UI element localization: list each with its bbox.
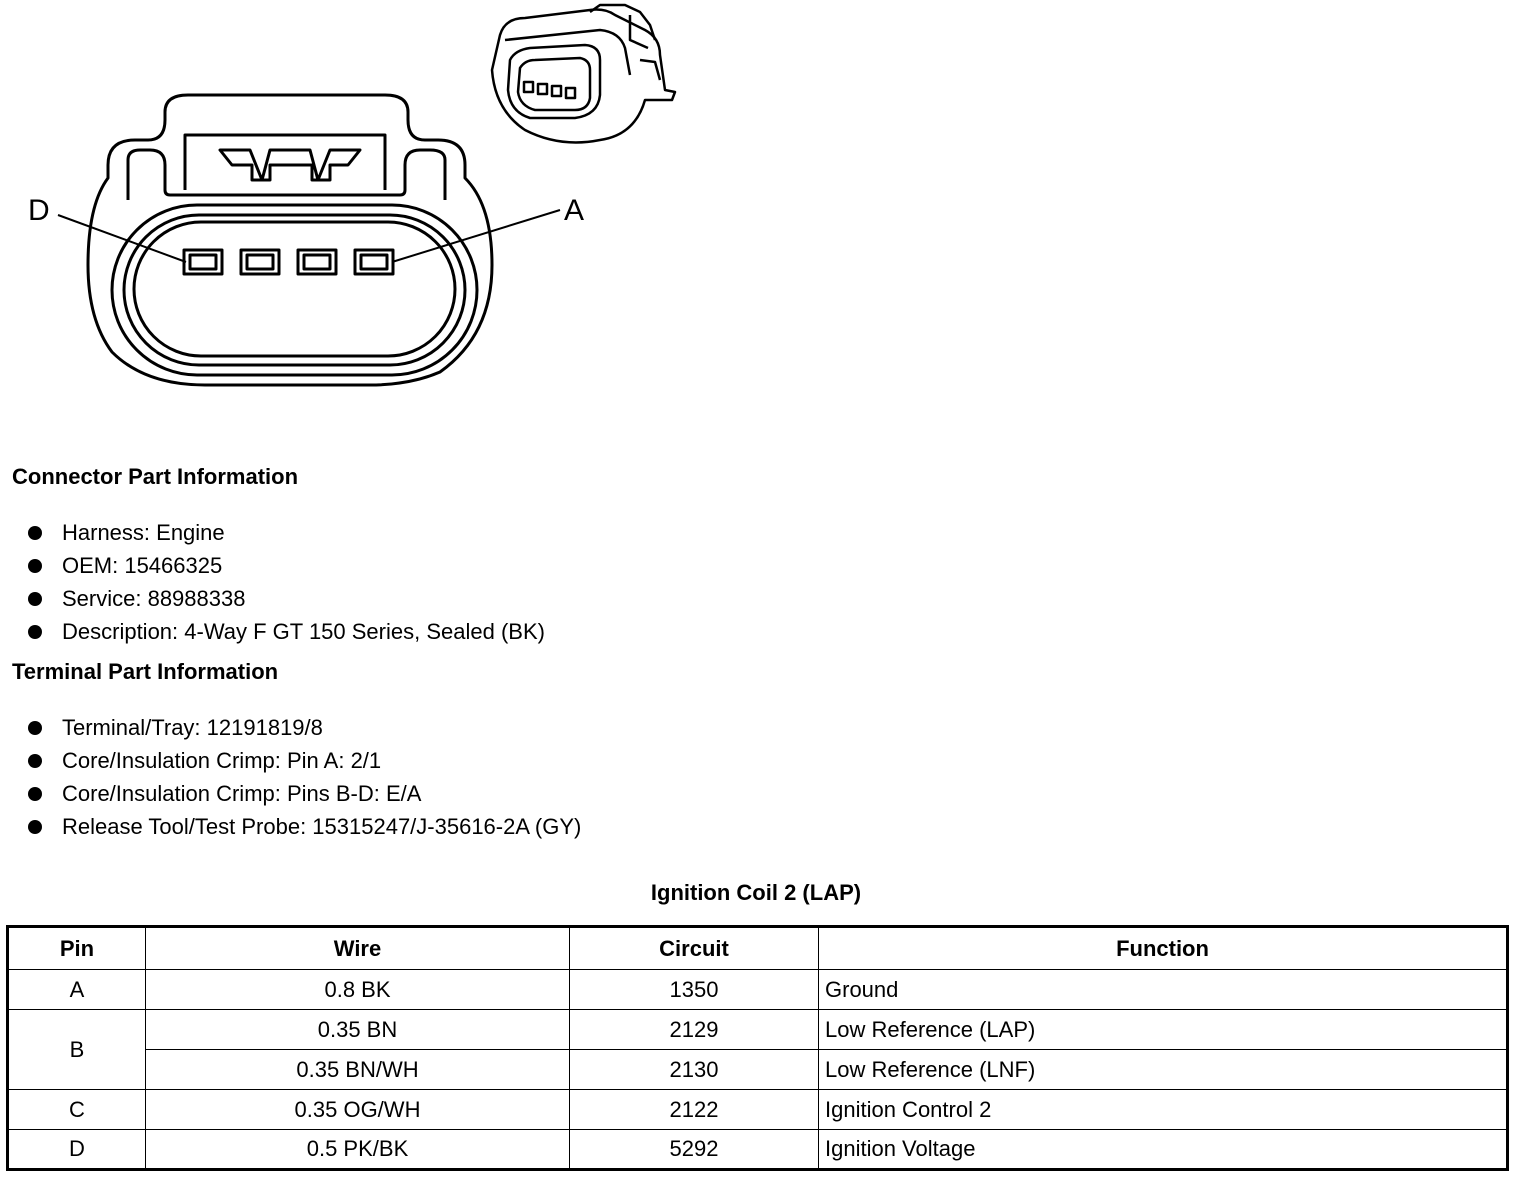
connector-latch [183, 133, 387, 190]
leader-line-d [57, 214, 187, 263]
function-cell: Ignition Control 2 [818, 1089, 1508, 1130]
circuit-cell: 1350 [569, 969, 819, 1010]
circuit-cell: 2129 [569, 1009, 819, 1050]
pin-label-a: A [564, 194, 584, 227]
function-cell: Ground [818, 969, 1508, 1010]
terminal-cavity-c [239, 248, 281, 276]
list-item: Core/Insulation Crimp: Pins B-D: E/A [28, 777, 581, 810]
list-item: Harness: Engine [28, 516, 545, 549]
bullet-icon [28, 525, 42, 540]
circuit-cell: 2122 [569, 1089, 819, 1130]
circuit-cell: 5292 [569, 1129, 819, 1170]
pin-cell: D [7, 1129, 146, 1170]
pin-cell: A [7, 969, 146, 1010]
function-cell: Ignition Voltage [818, 1129, 1508, 1170]
pin-cell: C [7, 1089, 146, 1130]
wire-cell: 0.8 BK [145, 969, 570, 1010]
wire-cell: 0.35 BN [145, 1009, 570, 1050]
column-header-function: Function [818, 926, 1508, 970]
terminal-info-heading: Terminal Part Information [12, 659, 279, 684]
connector-housing-outline [86, 93, 494, 387]
connector-info-heading: Connector Part Information [12, 464, 299, 489]
connector-seal-middle [122, 213, 467, 367]
column-header-wire: Wire [145, 926, 570, 970]
wire-cell: 0.35 OG/WH [145, 1089, 570, 1130]
table-row: A 0.8 BK 1350 Ground [7, 969, 1508, 1010]
wire-cell: 0.35 BN/WH [145, 1049, 570, 1090]
connector-seal-outer [110, 203, 479, 377]
table-row: B 0.35 BN 2129 Low Reference (LAP) [7, 1009, 1508, 1090]
connector-info-list: Harness: Engine OEM: 15466325 Service: 8… [28, 516, 545, 648]
list-item: Release Tool/Test Probe: 15315247/J-3561… [28, 810, 581, 843]
bullet-icon [28, 720, 42, 735]
circuit-cell: 2130 [569, 1049, 819, 1090]
bullet-icon [28, 591, 42, 606]
wire-cell: 0.5 PK/BK [145, 1129, 570, 1170]
connector-isometric-view [490, 3, 677, 144]
function-cell: Low Reference (LNF) [818, 1049, 1508, 1090]
connector-seal-inner [132, 220, 457, 358]
pin-cell: B [7, 1009, 146, 1090]
bullet-icon [28, 624, 42, 639]
table-row: D 0.5 PK/BK 5292 Ignition Voltage [7, 1129, 1508, 1170]
leader-line-a [391, 209, 561, 263]
list-item: Description: 4-Way F GT 150 Series, Seal… [28, 615, 545, 648]
terminal-info-list: Terminal/Tray: 12191819/8 Core/Insulatio… [28, 711, 581, 843]
list-item: Core/Insulation Crimp: Pin A: 2/1 [28, 744, 581, 777]
bullet-icon [28, 819, 42, 834]
column-header-pin: Pin [7, 926, 146, 970]
function-cell: Low Reference (LAP) [818, 1009, 1508, 1050]
bullet-icon [28, 786, 42, 801]
table-row: 0.35 BN/WH 2130 Low Reference (LNF) [8, 1049, 1508, 1090]
list-item: OEM: 15466325 [28, 549, 545, 582]
bullet-icon [28, 558, 42, 573]
connector-face-diagram: D A [28, 3, 677, 387]
pin-assignment-table: Pin Wire Circuit Function A 0.8 BK 1350 … [6, 925, 1509, 1171]
table-header-row: Pin Wire Circuit Function [7, 926, 1508, 970]
connector-tab-outline [126, 148, 447, 200]
column-header-circuit: Circuit [569, 926, 819, 970]
table-row: C 0.35 OG/WH 2122 Ignition Control 2 [7, 1089, 1508, 1130]
terminal-cavity-b [296, 248, 338, 276]
bullet-icon [28, 753, 42, 768]
list-item: Service: 88988338 [28, 582, 545, 615]
table-title: Ignition Coil 2 (LAP) [650, 880, 862, 905]
pin-label-d: D [28, 194, 50, 227]
list-item: Terminal/Tray: 12191819/8 [28, 711, 581, 744]
